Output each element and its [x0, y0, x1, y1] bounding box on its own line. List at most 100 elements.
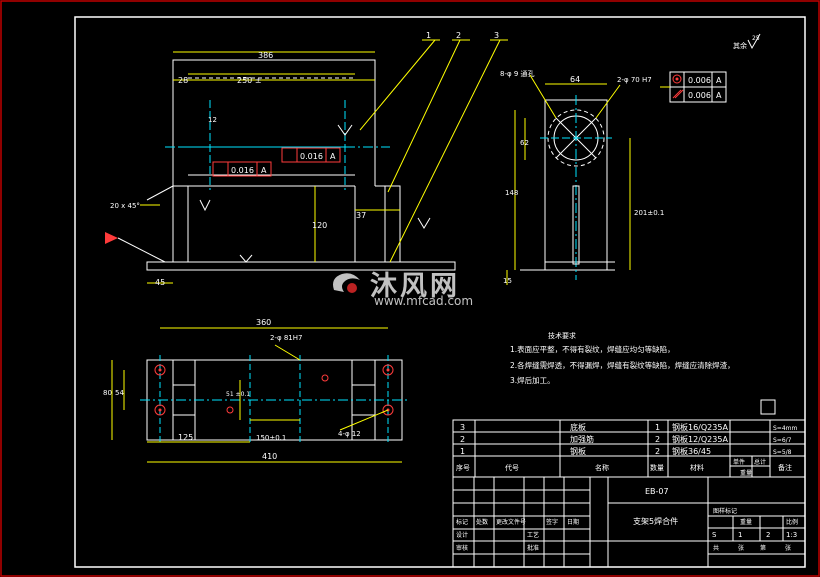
side-tol-ref-1: A	[716, 76, 722, 85]
tb-label-review: 审核	[456, 544, 468, 552]
roughness-value: 25	[752, 35, 760, 42]
front-dim-chamfer: 20 x 45°	[110, 202, 140, 210]
bom-row-3-name: 底板	[570, 422, 586, 432]
top-dim-span: 125	[178, 433, 193, 442]
balloon-2: 2	[456, 31, 461, 40]
top-dim-total: 410	[262, 452, 277, 461]
drawing-name: 支架5焊合件	[633, 516, 678, 526]
top-bore-note: 2-φ 81H7	[270, 334, 302, 342]
side-dim-width: 64	[570, 75, 580, 84]
bom-row-1-material: 钢板36/45	[672, 446, 711, 456]
top-dim-center: 51 ±0.1	[226, 391, 250, 398]
bom-row-2-note: S=6/7	[773, 437, 792, 444]
tb-label-count: 处数	[476, 518, 488, 526]
drawing-number: EB-07	[645, 487, 669, 496]
bom-text: 3 底板 1 钢板16/Q235A S=4mm 2 加强筋 2 钢板12/Q23…	[456, 422, 798, 552]
tb-right-label-mark: 图样标记	[713, 507, 737, 515]
tb-qty-s: S	[712, 531, 717, 539]
side-dim-left-h: 148	[505, 189, 518, 197]
front-dim-inner: 250 ±	[237, 76, 262, 85]
front-dim-base: 45	[155, 278, 165, 287]
bom-row-2-qty: 2	[655, 435, 660, 444]
drawing-frame	[74, 16, 806, 568]
bom-row-1-name: 钢板	[570, 446, 586, 456]
front-flat-value-1: 0.016	[231, 166, 254, 175]
side-hole-note: 8-φ 9 通孔	[500, 69, 535, 78]
front-flat-ref-2: A	[330, 152, 336, 161]
front-dim-left: 28	[178, 76, 188, 85]
side-dim-bottom: 15	[503, 277, 512, 285]
bom-row-2-name: 加强筋	[570, 434, 594, 444]
front-dim-top: 386	[258, 51, 273, 60]
front-dim-small: 37	[356, 211, 366, 220]
bom-row-2-material: 钢板12/Q235A	[672, 434, 728, 444]
tech-req-title: 技术要求	[548, 331, 576, 340]
bom-header-note: 备注	[778, 463, 792, 472]
tech-requirements: 技术要求 1.表面应平整，不得有裂纹，焊缝应均匀等缺陷， 2.各焊缝需焊透，不得…	[510, 331, 735, 385]
bom-row-3-no: 3	[460, 423, 465, 432]
tb-label-design: 设计	[456, 531, 468, 539]
top-dim-left-inner: 54	[115, 389, 124, 397]
front-tol-label: 12	[208, 116, 217, 124]
front-flat-ref-1: A	[261, 166, 267, 175]
top-hole-note: 4-φ 12	[338, 430, 361, 438]
tb-label-date: 日期	[567, 518, 579, 526]
part-balloons: 1 2 3	[426, 31, 499, 40]
bom-row-3-material: 钢板16/Q235A	[672, 422, 728, 432]
bom-header-weight: 重量	[740, 469, 752, 477]
side-dim-right-h: 201±0.1	[634, 209, 664, 217]
top-view: 360 2-φ 81H7 80 54 150±0.1 51 ±0.1 125 4…	[103, 318, 410, 463]
tb-qty-2: 2	[766, 531, 770, 539]
bom-header-material: 材料	[690, 463, 704, 472]
bom-header-qty: 数量	[650, 463, 664, 472]
side-tol-ref-2: A	[716, 91, 722, 100]
tb-right-label-weight: 重量	[740, 518, 752, 526]
tb-label-sign: 签字	[546, 518, 558, 526]
tb-right-label-scale: 比例	[786, 518, 798, 526]
tb-sheet-unit-1: 张	[738, 544, 744, 552]
front-view: 386 250 ± 28 20 x 45° 45 120 37 12 0.016…	[105, 39, 508, 287]
bom-header-name: 名称	[595, 463, 609, 472]
top-dim-left-outer: 80	[103, 389, 112, 397]
balloon-3: 3	[494, 31, 499, 40]
tb-label-approve: 批准	[527, 544, 539, 552]
side-bore-note: 2-φ 70 H7	[617, 76, 652, 84]
side-dim-depth: 62	[520, 139, 529, 147]
tech-req-item-1: 1.表面应平整，不得有裂纹，焊缝应均匀等缺陷，	[510, 344, 675, 354]
bom-header-total: 总计	[754, 458, 766, 466]
top-dim-pitch: 150±0.1	[256, 434, 286, 442]
tb-sheet-no: 第	[760, 544, 766, 552]
bom-table	[452, 419, 806, 568]
tech-req-item-3: 3.焊后加工。	[510, 375, 555, 385]
tb-label-process: 工艺	[527, 531, 539, 539]
bom-row-1-qty: 2	[655, 447, 660, 456]
tb-label-mark: 标记	[456, 518, 468, 526]
front-dim-height: 120	[312, 221, 327, 230]
tb-qty-1: 1	[738, 531, 742, 539]
watermark-logo-icon	[333, 273, 360, 293]
bom-row-3-qty: 1	[655, 423, 660, 432]
bom-header-unit: 单件	[733, 458, 745, 466]
watermark-url: www.mfcad.com	[374, 294, 474, 308]
revision-box	[760, 399, 776, 415]
tech-req-item-2: 2.各焊缝需焊透，不得漏焊，焊缝有裂纹等缺陷，焊缝应清除焊渣，	[510, 360, 735, 370]
tb-sheet-total: 共	[713, 544, 719, 552]
watermark-name: 沐风网	[370, 271, 460, 302]
tb-sheet-unit-2: 张	[785, 544, 791, 552]
bom-row-1-note: S=5/8	[773, 449, 792, 456]
roughness-note-label: 其余	[733, 41, 747, 50]
bom-row-2-no: 2	[460, 435, 465, 444]
top-dim-top: 360	[256, 318, 271, 327]
side-tol-value-2: 0.006	[688, 91, 711, 100]
front-flat-value-2: 0.016	[300, 152, 323, 161]
roughness-note: 其余 25	[733, 33, 761, 50]
bom-header-code: 代号	[505, 463, 519, 472]
balloon-1: 1	[426, 31, 431, 40]
bom-row-3-note: S=4mm	[773, 425, 797, 432]
tb-scale: 1:3	[786, 531, 797, 539]
side-view: 8-φ 9 通孔 64 2-φ 70 H7 62 148 201±0.1 15 …	[500, 69, 727, 285]
tb-label-change: 更改文件号	[496, 518, 526, 526]
bom-header-no: 序号	[456, 463, 470, 472]
